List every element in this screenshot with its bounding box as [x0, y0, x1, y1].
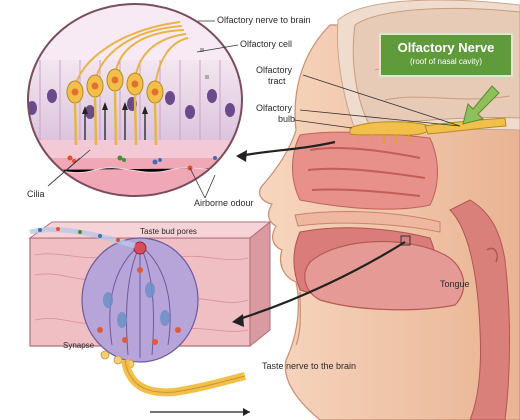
label-olfactory-bulb-line2: bulb [278, 115, 295, 125]
label-olfactory-bulb-line1: Olfactory [256, 104, 292, 114]
label-olfactory-cell: Olfactory cell [240, 40, 292, 50]
label-cilia: Cilia [27, 190, 45, 200]
callout-title: Olfactory Nerve [381, 40, 511, 55]
label-olfactory-tract-line1: Olfactory [256, 66, 292, 76]
olfactory-zoom-circle [20, 0, 260, 203]
label-olfactory-tract-line2: tract [268, 77, 286, 87]
label-synapse: Synapse [63, 342, 94, 351]
label-olfactory-nerve-to-brain: Olfactory nerve to brain [217, 16, 311, 26]
label-taste-nerve: Taste nerve to the brain [262, 362, 356, 372]
olfactory-nerve-callout: Olfactory Nerve (roof of nasal cavity) [379, 33, 513, 77]
label-airborne-odour: Airborne odour [194, 199, 254, 209]
arrowhead-to-circle [236, 150, 247, 162]
taste-bud-block [30, 222, 270, 416]
label-tongue: Tongue [440, 280, 470, 290]
callout-subtitle: (roof of nasal cavity) [381, 57, 511, 66]
label-taste-bud-pores: Taste bud pores [140, 228, 197, 237]
